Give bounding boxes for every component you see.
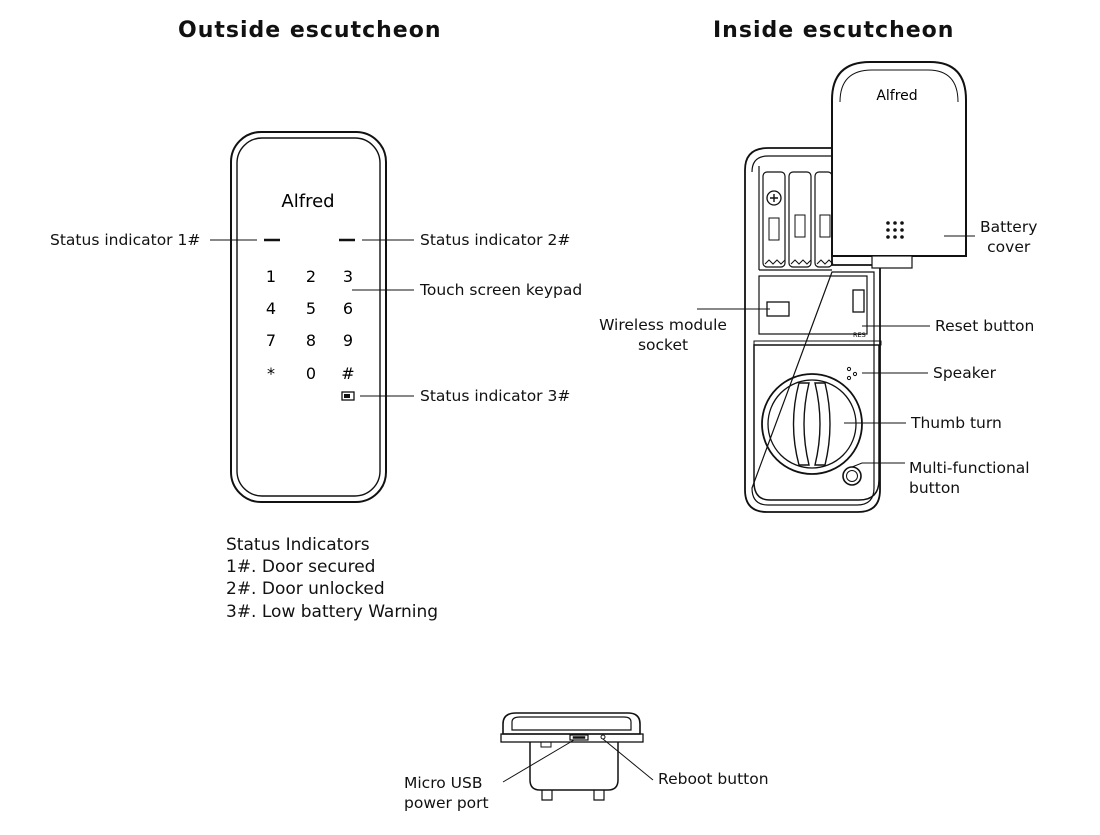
keypad-key: 4 <box>266 299 276 318</box>
micro-usb-label-line1: Micro USB <box>404 774 483 792</box>
outside-escutcheon <box>230 131 387 503</box>
micro-usb-label: Micro USB power port <box>404 773 489 813</box>
inside-leaders <box>697 235 975 468</box>
keypad-key: 2 <box>306 267 316 286</box>
multi-functional-button-label: Multi-functional button <box>909 458 1030 498</box>
touch-keypad-label: Touch screen keypad <box>420 281 583 299</box>
keypad-key: # <box>341 364 354 383</box>
status-indicator-2-label: Status indicator 2# <box>420 231 571 249</box>
speaker-label: Speaker <box>933 364 997 382</box>
outside-leaders <box>210 239 414 397</box>
keypad-key: * <box>267 364 275 383</box>
keypad-key: 3 <box>343 267 353 286</box>
touch-keypad: 1 2 3 4 5 6 7 8 9 * 0 # <box>266 267 355 383</box>
status-notes-heading: Status Indicators <box>226 535 370 555</box>
status-note-2: 2#. Door unlocked <box>226 579 385 599</box>
multi-functional-label-line1: Multi-functional <box>909 459 1030 477</box>
wireless-module-label: Wireless module socket <box>592 315 734 355</box>
multi-functional-label-line2: button <box>909 479 961 497</box>
battery-cover-grille <box>886 221 904 239</box>
micro-usb-label-line2: power port <box>404 794 489 812</box>
keypad-key: 0 <box>306 364 316 383</box>
battery-cover-logo: Alfred <box>876 88 917 104</box>
battery-cover-label-line2: cover <box>987 238 1031 256</box>
inside-title: Inside escutcheon <box>713 18 955 43</box>
keypad-key: 1 <box>266 267 276 286</box>
reset-marking: RES <box>853 331 866 339</box>
outside-brand-logo: Alfred <box>281 191 334 212</box>
status-note-3: 3#. Low battery Warning <box>226 602 439 622</box>
thumb-turn-label: Thumb turn <box>911 414 1002 432</box>
keypad-key: 8 <box>306 331 316 350</box>
wireless-module-label-line2: socket <box>637 336 689 354</box>
wireless-module-label-line1: Wireless module <box>599 316 727 334</box>
bottom-view <box>500 712 644 801</box>
status-indicator-1-label: Status indicator 1# <box>50 231 201 249</box>
low-battery-indicator <box>341 391 355 401</box>
reset-button-label: Reset button <box>935 317 1035 335</box>
status-indicator-3-label: Status indicator 3# <box>420 387 571 405</box>
keypad-key: 7 <box>266 331 276 350</box>
status-note-1: 1#. Door secured <box>226 557 376 577</box>
keypad-key: 9 <box>343 331 353 350</box>
reboot-button-label: Reboot button <box>658 770 769 788</box>
battery-cover-label-line1: Battery <box>980 218 1038 236</box>
inside-escutcheon <box>744 61 967 513</box>
bottom-leaders <box>502 738 654 783</box>
battery-cover-label: Battery cover <box>980 217 1037 257</box>
keypad-key: 6 <box>343 299 353 318</box>
keypad-key: 5 <box>306 299 316 318</box>
outside-title: Outside escutcheon <box>178 18 442 43</box>
